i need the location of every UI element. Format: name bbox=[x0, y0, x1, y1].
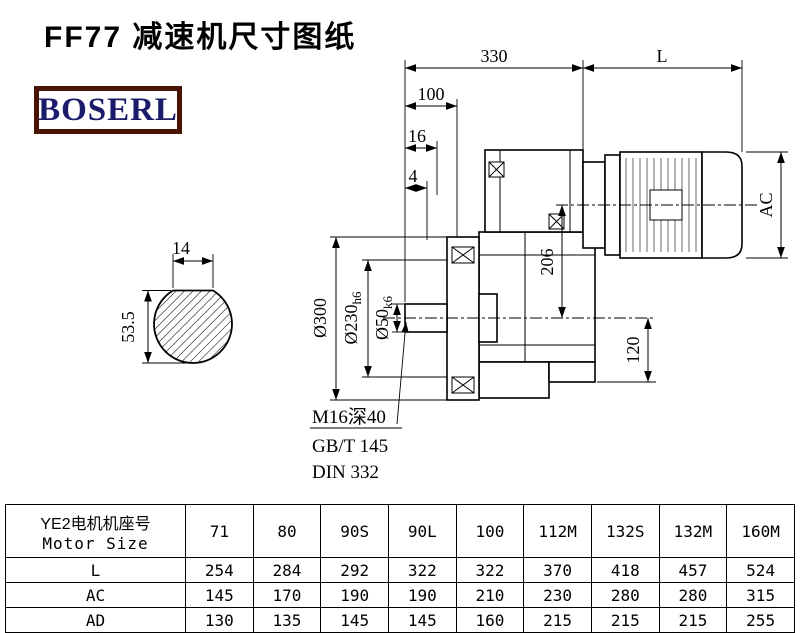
table-row-L: L 254 284 292 322 322 370 418 457 524 bbox=[5, 557, 795, 583]
dimension-drawing: 14 53.5 bbox=[118, 46, 788, 483]
page-title: FF77 减速机尺寸图纸 bbox=[44, 21, 357, 54]
cell-AD-160m: 255 bbox=[726, 607, 795, 633]
dim-4-label: 4 bbox=[409, 166, 418, 186]
dim-120-label: 120 bbox=[623, 337, 643, 364]
cell-L-132s: 418 bbox=[590, 557, 660, 583]
output-flange bbox=[446, 236, 480, 401]
motor-size-col-132m: 132M bbox=[658, 504, 728, 558]
shaft-section-outline bbox=[153, 289, 233, 364]
dia50-value: Ø50 bbox=[372, 309, 392, 340]
cell-L-160m: 524 bbox=[726, 557, 795, 583]
motor-size-col-80: 80 bbox=[252, 504, 322, 558]
cell-L-71: 254 bbox=[185, 557, 254, 583]
table-row-AD: AD 130 135 145 145 160 215 215 215 255 bbox=[5, 607, 795, 633]
gear-housing-step bbox=[548, 361, 596, 383]
cell-L-80: 284 bbox=[252, 557, 322, 583]
table-row-header: YE2电机机座号 Motor Size 71 80 90S 90L 100 11… bbox=[5, 504, 795, 558]
cell-AC-90l: 190 bbox=[387, 582, 457, 608]
cell-AD-90s: 145 bbox=[320, 607, 389, 633]
gear-housing-foot bbox=[478, 361, 550, 399]
cell-AC-90s: 190 bbox=[320, 582, 389, 608]
motor-size-header-en: Motor Size bbox=[42, 533, 149, 553]
dim-16-label: 16 bbox=[408, 126, 426, 146]
cell-AD-100: 160 bbox=[455, 607, 525, 633]
dim-206-label: 206 bbox=[537, 249, 557, 276]
cell-AC-100: 210 bbox=[455, 582, 525, 608]
table-row-AC: AC 145 170 190 190 210 230 280 280 315 bbox=[5, 582, 795, 608]
cell-L-132m: 457 bbox=[658, 557, 728, 583]
tap-note-label: M16深40 bbox=[312, 406, 386, 428]
motor-size-col-100: 100 bbox=[455, 504, 525, 558]
dim-dia300-label: Ø300 bbox=[310, 298, 330, 338]
row-label-AD: AD bbox=[5, 607, 186, 633]
fan-cover bbox=[701, 151, 743, 259]
cell-AD-80: 135 bbox=[252, 607, 322, 633]
dimension-table: YE2电机机座号 Motor Size 71 80 90S 90L 100 11… bbox=[5, 504, 795, 633]
dim-100-label: 100 bbox=[418, 84, 445, 104]
logo: BOSERL bbox=[34, 86, 182, 134]
cell-AC-112m: 230 bbox=[523, 582, 592, 608]
tap-hole-note: M16深40 GB/T 145 DIN 332 bbox=[310, 321, 409, 483]
dim-dia50-label: Ø50k6 bbox=[372, 296, 395, 341]
motor-size-header: YE2电机机座号 Motor Size bbox=[5, 504, 186, 558]
motor-size-col-160m: 160M bbox=[726, 504, 795, 558]
dim-L-label: L bbox=[657, 46, 668, 66]
dia230-value: Ø230 bbox=[341, 305, 361, 345]
dim-330-label: 330 bbox=[481, 46, 508, 66]
cell-L-112m: 370 bbox=[523, 557, 592, 583]
dimensions: 330 L 100 16 4 AC 206 120 bbox=[310, 46, 788, 401]
logo-text: BOSERL bbox=[38, 91, 178, 128]
keyway-width-label: 14 bbox=[172, 238, 190, 258]
flange-bolt-holes bbox=[451, 246, 475, 394]
motor-size-col-90s: 90S bbox=[320, 504, 389, 558]
shaft-cross-section-view: 14 53.5 bbox=[118, 238, 233, 364]
dia50-tolerance: k6 bbox=[380, 296, 395, 310]
cell-L-100: 322 bbox=[455, 557, 525, 583]
cell-AD-132m: 215 bbox=[658, 607, 728, 633]
dim-dia230-label: Ø230h6 bbox=[341, 291, 364, 345]
cell-L-90l: 322 bbox=[387, 557, 457, 583]
cell-AC-160m: 315 bbox=[726, 582, 795, 608]
dim-AC-label: AC bbox=[756, 192, 776, 217]
reducer-side-view bbox=[383, 149, 758, 401]
cell-AD-132s: 215 bbox=[590, 607, 660, 633]
cell-AC-132s: 280 bbox=[590, 582, 660, 608]
cell-L-90s: 292 bbox=[320, 557, 389, 583]
motor-size-col-90l: 90L bbox=[387, 504, 457, 558]
cell-AD-112m: 215 bbox=[523, 607, 592, 633]
motor-size-col-132s: 132S bbox=[590, 504, 660, 558]
din-standard-label: DIN 332 bbox=[312, 462, 379, 483]
cell-AC-71: 145 bbox=[185, 582, 254, 608]
cell-AC-132m: 280 bbox=[658, 582, 728, 608]
cell-AD-90l: 145 bbox=[387, 607, 457, 633]
row-label-AC: AC bbox=[5, 582, 186, 608]
dia230-tolerance: h6 bbox=[349, 291, 364, 305]
motor-size-col-71: 71 bbox=[185, 504, 254, 558]
gb-standard-label: GB/T 145 bbox=[312, 436, 388, 457]
keyway-height-label: 53.5 bbox=[118, 311, 138, 343]
motor-size-col-112m: 112M bbox=[523, 504, 592, 558]
row-label-L: L bbox=[5, 557, 186, 583]
motor-size-header-cn: YE2电机机座号 bbox=[40, 515, 151, 533]
cell-AD-71: 130 bbox=[185, 607, 254, 633]
cell-AC-80: 170 bbox=[252, 582, 322, 608]
